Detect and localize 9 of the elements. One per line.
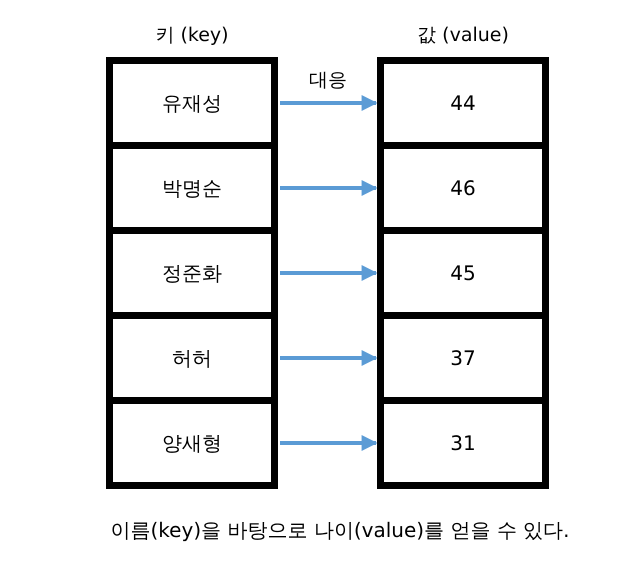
column-heading: 값 (value) xyxy=(417,23,509,48)
caption: 이름(key)을 바탕으로 나이(value)를 얻을 수 있다. xyxy=(110,517,570,544)
column-heading: 키 (key) xyxy=(155,23,229,48)
edge-label: 대응 xyxy=(309,68,347,93)
arrow xyxy=(280,265,378,281)
arrow xyxy=(280,95,378,111)
arrow xyxy=(280,180,378,196)
arrow xyxy=(280,350,378,366)
arrow xyxy=(280,435,378,451)
